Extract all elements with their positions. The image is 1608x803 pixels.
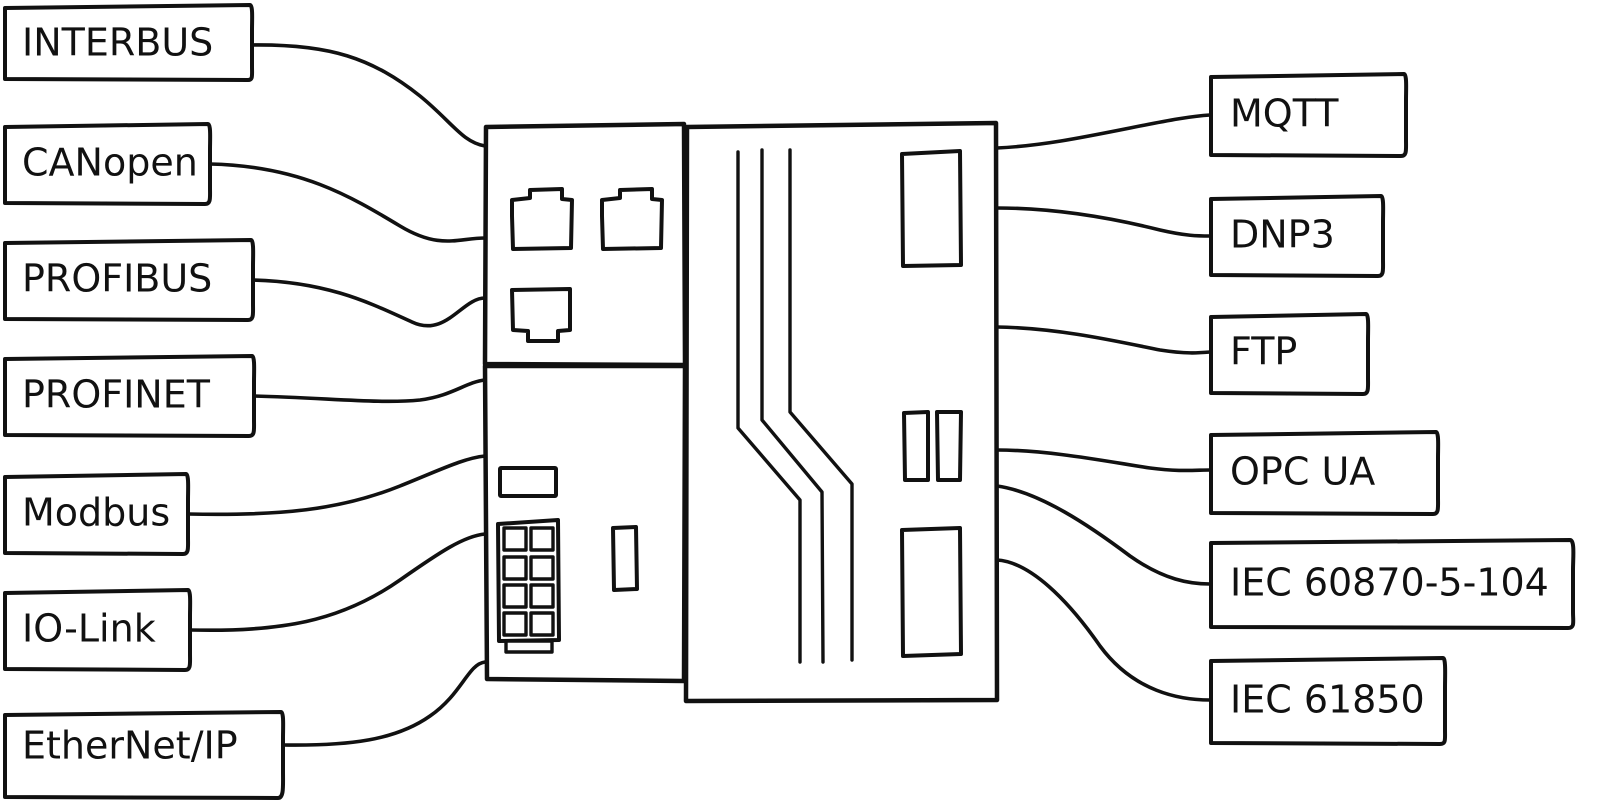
node-canopen-box[interactable] (3, 122, 213, 206)
rj45-port-2-icon (600, 187, 664, 251)
protocol-gateway-device (482, 120, 1000, 704)
edge-gateway-to-iec61850 (995, 558, 1212, 702)
node-profinet[interactable]: PROFINET (3, 354, 257, 438)
terminal-block-grid (502, 526, 555, 637)
edge-gateway-to-opcua (995, 448, 1212, 473)
edge-iolink-to-gateway (188, 532, 487, 633)
edge-gateway-to-iec60870 (995, 484, 1212, 586)
terminal-screw (529, 555, 555, 581)
node-canopen-label: CANopen (22, 141, 198, 185)
terminal-screw (529, 583, 555, 609)
node-interbus-box[interactable] (3, 3, 255, 82)
node-canopen[interactable]: CANopen (3, 122, 213, 206)
edges-right (995, 113, 1212, 702)
gateway-card-slot (611, 525, 639, 592)
node-iolink-box[interactable] (3, 588, 193, 672)
node-opcua-label: OPC UA (1230, 450, 1375, 494)
node-modbus-label: Modbus (22, 491, 170, 535)
terminal-screw (502, 555, 528, 581)
node-ftp[interactable]: FTP (1209, 312, 1371, 396)
node-profinet-box[interactable] (3, 354, 257, 438)
node-ethernetip[interactable]: EtherNet/IP (3, 710, 286, 800)
node-opcua[interactable]: OPC UA (1209, 430, 1441, 516)
pcb-trace (760, 148, 825, 664)
edges-left (186, 43, 487, 747)
gateway-display-strip (498, 466, 558, 498)
terminal-screw (502, 583, 528, 609)
node-iec-61850-label: IEC 61850 (1230, 678, 1425, 722)
node-iec-60870[interactable]: IEC 60870-5-104 (1209, 538, 1576, 630)
edge-ethernetip-to-gateway (281, 660, 487, 747)
edge-profibus-to-gateway (251, 278, 487, 328)
node-mqtt-label: MQTT (1230, 92, 1339, 136)
node-dnp3-label: DNP3 (1230, 213, 1335, 257)
node-iolink[interactable]: IO-Link (3, 588, 193, 672)
edge-canopen-to-gateway (208, 162, 487, 243)
edge-modbus-to-gateway (186, 454, 487, 517)
chip-top (900, 149, 963, 268)
rj45-port-3-icon (510, 287, 572, 343)
node-interbus-label: INTERBUS (22, 21, 213, 65)
edge-gateway-to-dnp3 (995, 206, 1212, 238)
terminal-screw (529, 611, 555, 637)
chip-mid-left (902, 410, 930, 482)
chip-mid-right (935, 410, 963, 482)
node-ftp-box[interactable] (1209, 312, 1371, 396)
chip-bottom (900, 526, 963, 658)
node-dnp3-box[interactable] (1209, 194, 1386, 278)
terminal-screw (502, 526, 528, 552)
pcb-trace (736, 150, 802, 664)
node-ethernetip-label: EtherNet/IP (22, 724, 238, 768)
node-mqtt[interactable]: MQTT (1209, 72, 1409, 158)
node-modbus-box[interactable] (3, 472, 191, 556)
edge-profinet-to-gateway (252, 378, 487, 404)
node-profibus-label: PROFIBUS (22, 257, 212, 301)
node-profibus[interactable]: PROFIBUS (3, 238, 256, 322)
node-ftp-label: FTP (1230, 330, 1297, 374)
node-modbus[interactable]: Modbus (3, 472, 191, 556)
pcb-trace (788, 148, 854, 662)
node-interbus[interactable]: INTERBUS (3, 3, 255, 82)
terminal-screw (502, 611, 528, 637)
pcb-traces (736, 148, 854, 664)
protocol-output-nodes: MQTT DNP3 FTP OPC UA IEC 60870-5-104 IEC… (1209, 72, 1576, 746)
terminal-block-foot (504, 639, 554, 654)
node-iec-61850-box[interactable] (1209, 656, 1448, 746)
rj45-port-1-icon (510, 187, 574, 251)
node-iec-61850[interactable]: IEC 61850 (1209, 656, 1448, 746)
node-profibus-box[interactable] (3, 238, 256, 322)
node-ethernetip-box[interactable] (3, 710, 286, 800)
node-iec-60870-box[interactable] (1209, 538, 1576, 630)
node-iolink-label: IO-Link (22, 607, 156, 651)
edge-interbus-to-gateway (250, 43, 487, 148)
edge-gateway-to-mqtt (995, 113, 1212, 150)
node-profinet-label: PROFINET (22, 373, 211, 417)
node-iec-60870-label: IEC 60870-5-104 (1230, 561, 1549, 605)
fieldbus-input-nodes: INTERBUS CANopen PROFIBUS PROFINET Modbu… (3, 3, 286, 800)
node-dnp3[interactable]: DNP3 (1209, 194, 1386, 278)
terminal-screw (529, 526, 555, 552)
node-mqtt-box[interactable] (1209, 72, 1409, 158)
node-opcua-box[interactable] (1209, 430, 1441, 516)
edge-gateway-to-ftp (995, 325, 1212, 355)
